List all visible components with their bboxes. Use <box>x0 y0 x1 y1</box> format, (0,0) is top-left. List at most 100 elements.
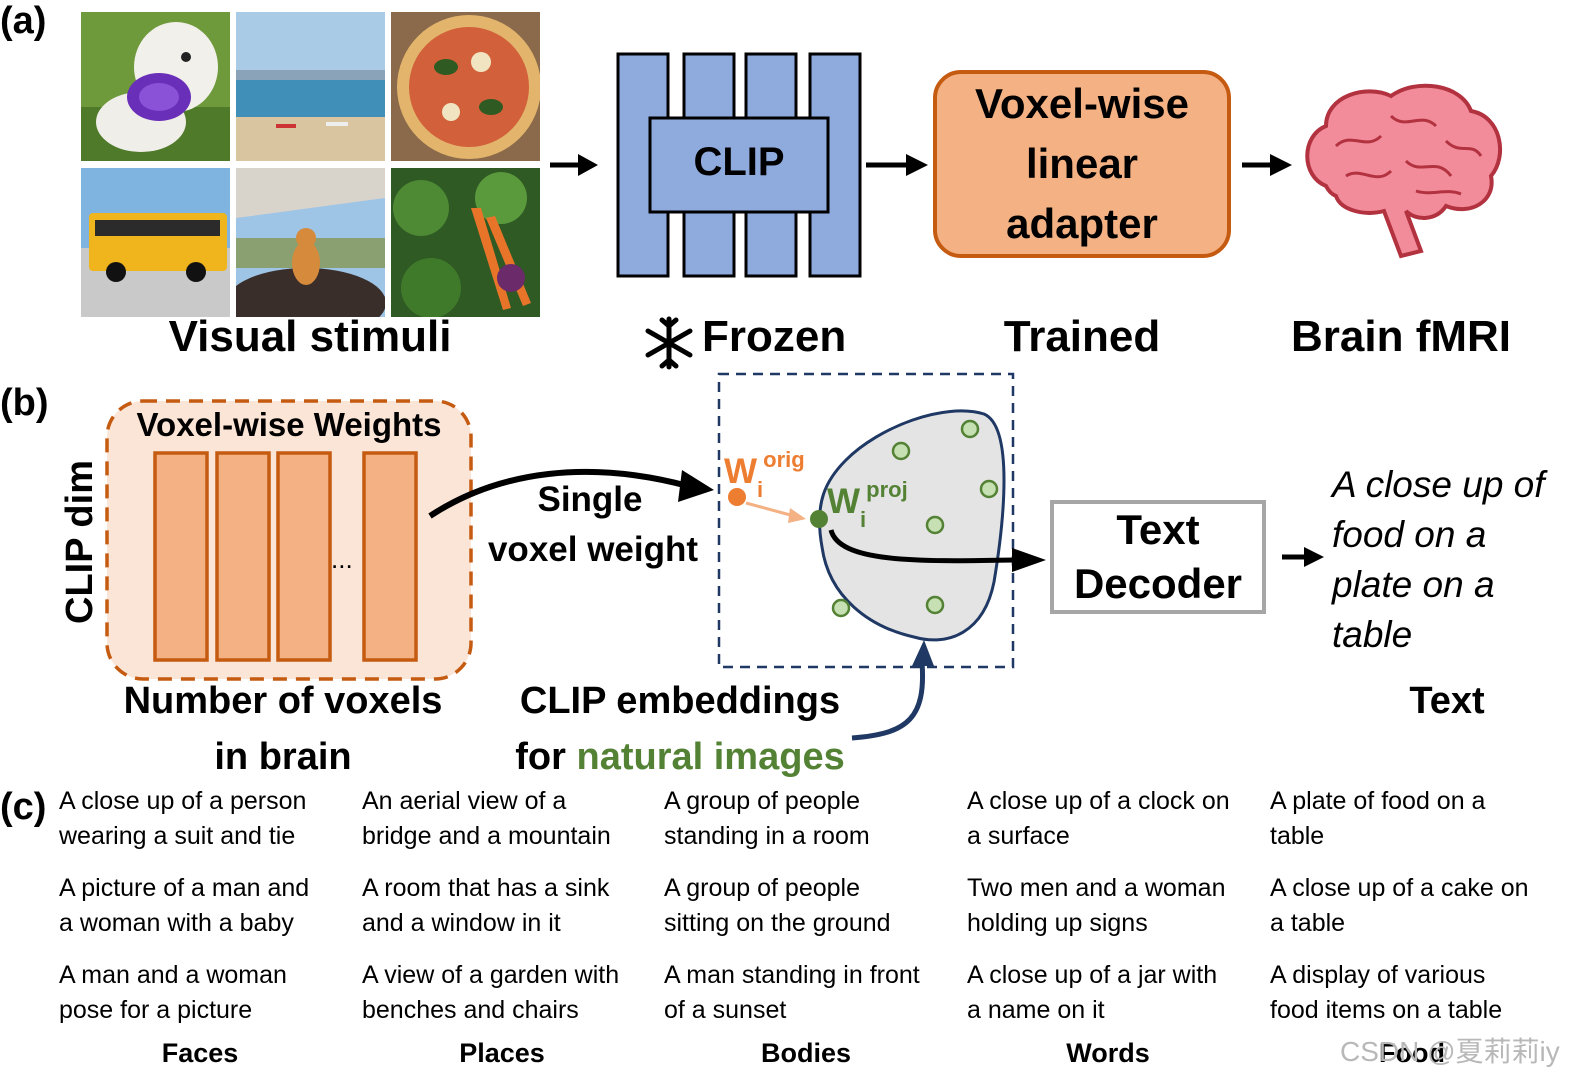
adapter-line-1: Voxel-wise <box>975 80 1189 127</box>
dog-frisbee-photo <box>81 12 230 161</box>
school-bus-photo <box>81 168 230 317</box>
decoded-line-1: A close up of <box>1332 464 1545 505</box>
snowflake-icon <box>645 316 693 370</box>
caption-line: bridge and a mountain <box>362 822 611 850</box>
watermark: CSDN @夏莉莉iy <box>1340 1036 1560 1067</box>
caption-line: food items on a table <box>1270 996 1503 1024</box>
trained-label: Trained <box>1003 312 1161 361</box>
caption-line: A plate of food on a <box>1270 787 1486 815</box>
adapter-line-3: adapter <box>1006 200 1158 247</box>
decoded-caption: A close up of food on a plate on a table <box>1332 460 1545 660</box>
words-caption-1: A close up of a clock on a surface <box>967 784 1267 854</box>
places-caption-1: An aerial view of a bridge and a mountain <box>362 784 662 854</box>
words-category-label: Words <box>1066 1038 1150 1068</box>
caption-line: a table <box>1270 909 1346 937</box>
w-proj-sup: proj <box>866 477 908 502</box>
panel-a-label: (a) <box>0 0 47 42</box>
caption-line: Two men and a woman <box>967 874 1226 902</box>
w-orig-sub: i <box>757 477 764 502</box>
voxel-weight-label: voxel weight <box>487 530 699 569</box>
ellipsis: ... <box>331 544 353 574</box>
caption-line: An aerial view of a <box>362 787 567 815</box>
visual-stimuli-label: Visual stimuli <box>168 312 452 361</box>
arrow-to-output <box>1282 547 1324 567</box>
food-caption-3: A display of various food items on a tabl… <box>1270 958 1570 1028</box>
single-label: Single <box>537 480 643 519</box>
caption-line: A man and a woman <box>59 961 287 989</box>
caption-line: A close up of a clock on <box>967 787 1230 815</box>
for-natural-images-label: for natural images <box>500 736 860 779</box>
caption-line: wearing a suit and tie <box>59 822 296 850</box>
words-caption-3: A close up of a jar with a name on it <box>967 958 1267 1028</box>
caption-line: of a sunset <box>664 996 787 1024</box>
frozen-label: Frozen <box>702 312 847 361</box>
vegetables-photo <box>391 168 540 317</box>
caption-line: a name on it <box>967 996 1105 1024</box>
food-caption-2: A close up of a cake on a table <box>1270 871 1570 941</box>
w-orig-label: Wi orig <box>724 447 805 502</box>
caption-line: benches and chairs <box>362 996 579 1024</box>
caption-line: A room that has a sink <box>362 874 610 902</box>
single-voxel-arrow <box>428 468 714 519</box>
caption-line: A group of people <box>664 787 860 815</box>
w-orig-sup: orig <box>763 447 805 472</box>
caption-line: A man standing in front <box>664 961 920 989</box>
clip-label: CLIP <box>693 140 785 184</box>
caption-line: a woman with a baby <box>59 909 294 937</box>
brain-fmri-label: Brain fMRI <box>1291 312 1511 361</box>
caption-line: A group of people <box>664 874 860 902</box>
caption-line: A close up of a jar with <box>967 961 1218 989</box>
places-caption-3: A view of a garden with benches and chair… <box>362 958 662 1028</box>
pizza-photo <box>391 12 540 161</box>
cat-photo <box>236 168 385 317</box>
bodies-category-label: Bodies <box>760 1038 852 1068</box>
arrow-to-adapter <box>866 154 928 176</box>
voxel-wise-linear-adapter: Voxel-wise linear adapter <box>933 70 1231 258</box>
caption-line: table <box>1270 822 1325 850</box>
caption-line: A picture of a man and <box>59 874 310 902</box>
caption-line: pose for a picture <box>59 996 253 1024</box>
clip-dim-label: CLIP dim <box>59 460 101 624</box>
caption-line: A close up of a person <box>59 787 307 815</box>
clip-model-block <box>616 52 862 278</box>
voxel-weights-matrix <box>105 399 473 681</box>
panel-b-label: (b) <box>0 382 49 424</box>
w-orig-base: W <box>724 452 758 491</box>
arrow-to-brain <box>1242 154 1292 176</box>
in-brain-label: in brain <box>214 736 352 778</box>
caption-line: A view of a garden with <box>362 961 620 989</box>
beach-photo <box>236 12 385 161</box>
text-output-label: Text <box>1409 680 1485 722</box>
caption-line: and a window in it <box>362 909 561 937</box>
natural-images-highlight: natural images <box>576 736 845 778</box>
bodies-caption-1: A group of people standing in a room <box>664 784 964 854</box>
places-caption-2: A room that has a sink and a window in it <box>362 871 662 941</box>
panel-c-label: (c) <box>0 786 47 828</box>
decoder-line-2: Decoder <box>1073 560 1243 607</box>
brain-icon <box>1305 83 1502 259</box>
bodies-caption-3: A man standing in front of a sunset <box>664 958 964 1028</box>
decoder-line-1: Text <box>1116 506 1200 553</box>
clip-embeddings-label: CLIP embeddings <box>519 680 841 722</box>
w-proj-sub: i <box>860 507 867 532</box>
faces-category-label: Faces <box>161 1038 239 1068</box>
food-category-label: Food <box>1379 1038 1445 1068</box>
caption-line: sitting on the ground <box>664 909 891 937</box>
w-proj-base: W <box>827 482 861 521</box>
clip-embedding-space <box>717 372 1046 741</box>
for-prefix: for <box>515 736 577 778</box>
decoded-line-2: food on a <box>1332 514 1487 555</box>
adapter-line-2: linear <box>1025 140 1139 187</box>
places-category-label: Places <box>459 1038 545 1068</box>
caption-line: A close up of a cake on <box>1270 874 1529 902</box>
caption-line: a surface <box>967 822 1070 850</box>
food-caption-1: A plate of food on a table <box>1270 784 1570 854</box>
caption-line: A display of various <box>1270 961 1486 989</box>
faces-caption-3: A man and a woman pose for a picture <box>59 958 359 1028</box>
number-of-voxels-label: Number of voxels <box>123 680 443 722</box>
decoded-line-3: plate on a <box>1332 564 1495 605</box>
voxel-weights-title: Voxel-wise Weights <box>136 406 442 443</box>
faces-caption-1: A close up of a person wearing a suit and… <box>59 784 359 854</box>
caption-line: standing in a room <box>664 822 870 850</box>
faces-caption-2: A picture of a man and a woman with a bab… <box>59 871 359 941</box>
